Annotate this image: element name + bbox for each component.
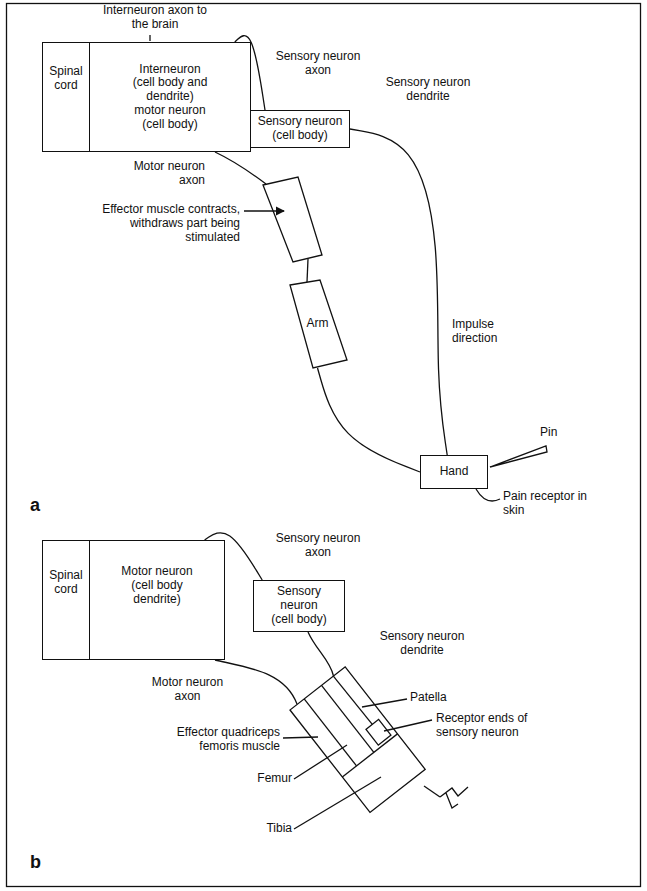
node-text: Sensory neuron (cell body) — [268, 585, 330, 626]
muscle-arm-link — [307, 259, 308, 282]
arm-outline — [290, 280, 347, 368]
panel-letter: b — [30, 852, 41, 873]
spinal-cord-box: Spinal cord — [42, 42, 90, 152]
leader-line — [283, 737, 318, 738]
receptor-label: Receptor ends of sensory neuron — [436, 712, 531, 740]
pin-label: Pin — [540, 426, 580, 440]
axon-label: Sensory neuron axon — [272, 50, 364, 78]
hammer-handle — [424, 786, 440, 797]
axon-label: Motor neuron axon — [145, 676, 230, 704]
panel-letter: a — [30, 495, 40, 516]
sensory-dendrite-line — [333, 676, 372, 725]
axon-label: Sensory neuron axon — [272, 532, 364, 560]
effector-muscle — [263, 177, 322, 262]
receptor-label: Pain receptor in skin — [503, 490, 593, 518]
brain-axon-line — [149, 35, 150, 41]
node-text: Spinal cord — [46, 569, 86, 597]
node-text: Sensory neuron (cell body) — [255, 115, 345, 143]
node-text: Motor neuron (cell body dendrite) — [115, 565, 200, 606]
neuron-box: Motor neuron (cell body dendrite) — [89, 540, 225, 660]
cell-body-box: Sensory neuron (cell body) — [250, 110, 350, 148]
hand-box: Hand — [420, 455, 488, 489]
bone-label: Femur — [250, 772, 292, 786]
leader-line — [362, 699, 407, 707]
motor-axon-line — [215, 152, 266, 184]
bone-label: Tibia — [250, 822, 292, 836]
bone-label: Patella — [410, 691, 465, 705]
figure-frame — [7, 4, 641, 887]
nerve-fibre — [350, 129, 447, 455]
node-text: Spinal cord — [46, 65, 86, 93]
neuron-box: Interneuron (cell body and dendrite) mot… — [89, 42, 251, 152]
brain-axon-label: Interneuron axon to the brain — [100, 4, 210, 32]
sensory-dendrite-line — [308, 632, 334, 676]
receptor-ends — [366, 719, 391, 745]
dendrite-label: Sensory neuron dendrite — [372, 630, 472, 658]
patella-border — [322, 685, 374, 752]
impulse-label: Impulse direction — [452, 318, 514, 346]
leader-line — [384, 720, 432, 731]
leader-line — [476, 489, 500, 501]
tibia-border — [342, 734, 397, 777]
leader-line — [294, 745, 347, 779]
node-text: Interneuron (cell body and dendrite) mot… — [130, 63, 210, 132]
effector-label: Effector muscle contracts, withdraws par… — [100, 203, 240, 244]
motor-axon-line — [215, 660, 297, 704]
effector-label: Effector quadriceps femoris muscle — [158, 726, 280, 754]
dendrite-label: Sensory neuron dendrite — [378, 76, 478, 104]
spinal-cord-box: Spinal cord — [42, 540, 90, 660]
axon-label: Motor neuron axon — [120, 160, 205, 188]
node-text: Arm — [307, 317, 329, 331]
reflex-hammer — [440, 787, 468, 808]
node-text: Hand — [440, 465, 469, 479]
arm-shape: Arm — [285, 280, 350, 368]
pin-symbol — [490, 446, 547, 467]
cell-body-box: Sensory neuron (cell body) — [253, 580, 345, 632]
nerve-fibre — [318, 368, 421, 472]
leader-line — [294, 777, 381, 829]
leader-arrow — [244, 210, 284, 211]
